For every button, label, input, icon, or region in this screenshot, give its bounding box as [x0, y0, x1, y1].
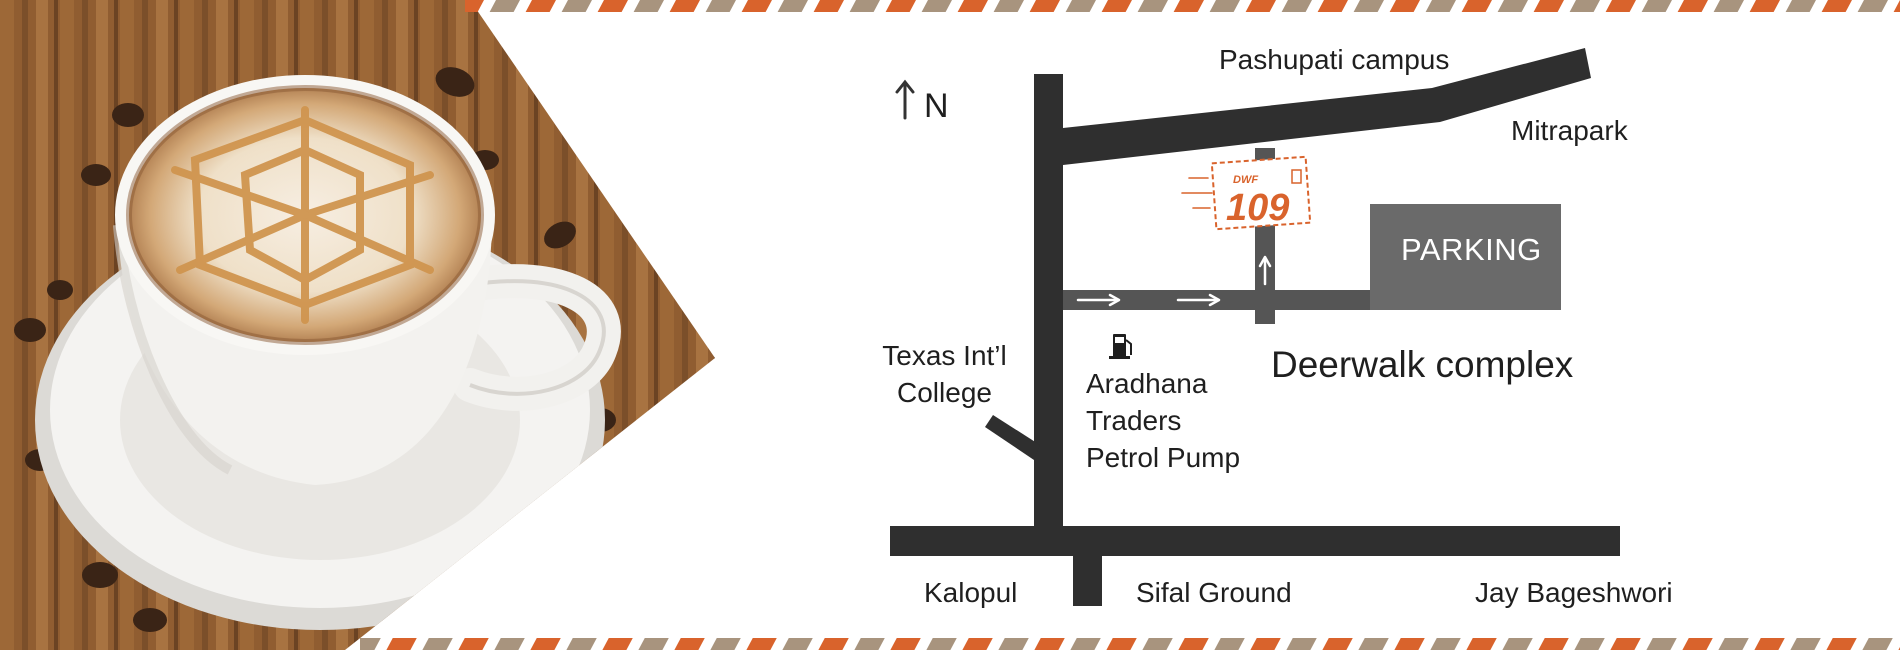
- fuel-pump-icon: [1109, 334, 1132, 359]
- main-vertical-road: [1034, 74, 1063, 530]
- label-sifal-ground: Sifal Ground: [1136, 577, 1292, 608]
- pashupati-road: [1063, 48, 1591, 165]
- label-deerwalk-complex: Deerwalk complex: [1271, 344, 1574, 385]
- petrol-pump-line1: Aradhana: [1086, 368, 1208, 399]
- north-arrow-icon: [895, 79, 915, 120]
- label-texas-college: Texas Int’l College: [872, 337, 1017, 411]
- parking-area: [1370, 204, 1561, 310]
- petrol-pump-line3: Petrol Pump: [1086, 442, 1241, 473]
- texas-road-stub: [985, 415, 1040, 460]
- texas-college-line2: College: [897, 377, 992, 408]
- bottom-stripe-border: [360, 638, 1900, 650]
- label-pashupati-campus: Pashupati campus: [1219, 44, 1450, 75]
- bottom-main-road: [890, 526, 1620, 556]
- venue-number: 109: [1226, 187, 1289, 229]
- label-kalopul: Kalopul: [924, 577, 1018, 608]
- texas-college-line1: Texas Int’l: [882, 340, 1007, 371]
- top-stripe-border: [465, 0, 1900, 12]
- direction-arrow-icon: [1176, 293, 1221, 307]
- label-petrol-pump: Aradhana Traders Petrol Pump: [1086, 365, 1240, 476]
- coffee-cup-photo: [0, 0, 715, 650]
- petrol-pump-line2: Traders: [1086, 405, 1182, 436]
- sifal-road-stub: [1073, 556, 1102, 606]
- venue-tag-icon: DWF 109: [1181, 155, 1312, 231]
- label-parking: PARKING: [1401, 232, 1542, 267]
- venue-prefix: DWF: [1233, 174, 1258, 186]
- direction-arrow-icon: [1258, 255, 1272, 286]
- direction-arrow-icon: [1076, 293, 1121, 307]
- label-jay-bageshwori: Jay Bageshwori: [1475, 577, 1673, 608]
- north-label: N: [924, 87, 949, 125]
- label-mitrapark: Mitrapark: [1511, 115, 1628, 146]
